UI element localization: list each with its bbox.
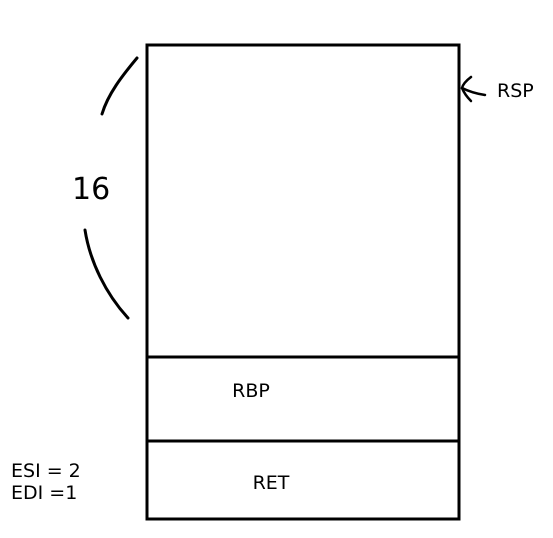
brace-size-label: 16 (72, 172, 110, 207)
stack-frame (145, 43, 461, 521)
arrow-icon (460, 86, 487, 97)
brace-upper-stroke (100, 56, 139, 116)
arrow-head-icon (460, 75, 473, 103)
stack-region-label-rbp: RBP (232, 380, 270, 402)
register-values: ESI = 2 EDI =1 (11, 460, 81, 504)
brace-lower-stroke (83, 228, 130, 320)
edi-value: EDI =1 (11, 482, 77, 504)
esi-value: ESI = 2 (11, 460, 81, 482)
rsp-pointer: RSP (460, 75, 534, 103)
size-brace (83, 56, 139, 320)
rsp-label: RSP (497, 80, 534, 102)
stack-frame-outline (145, 43, 461, 521)
stack-region-label-ret: RET (253, 472, 290, 494)
